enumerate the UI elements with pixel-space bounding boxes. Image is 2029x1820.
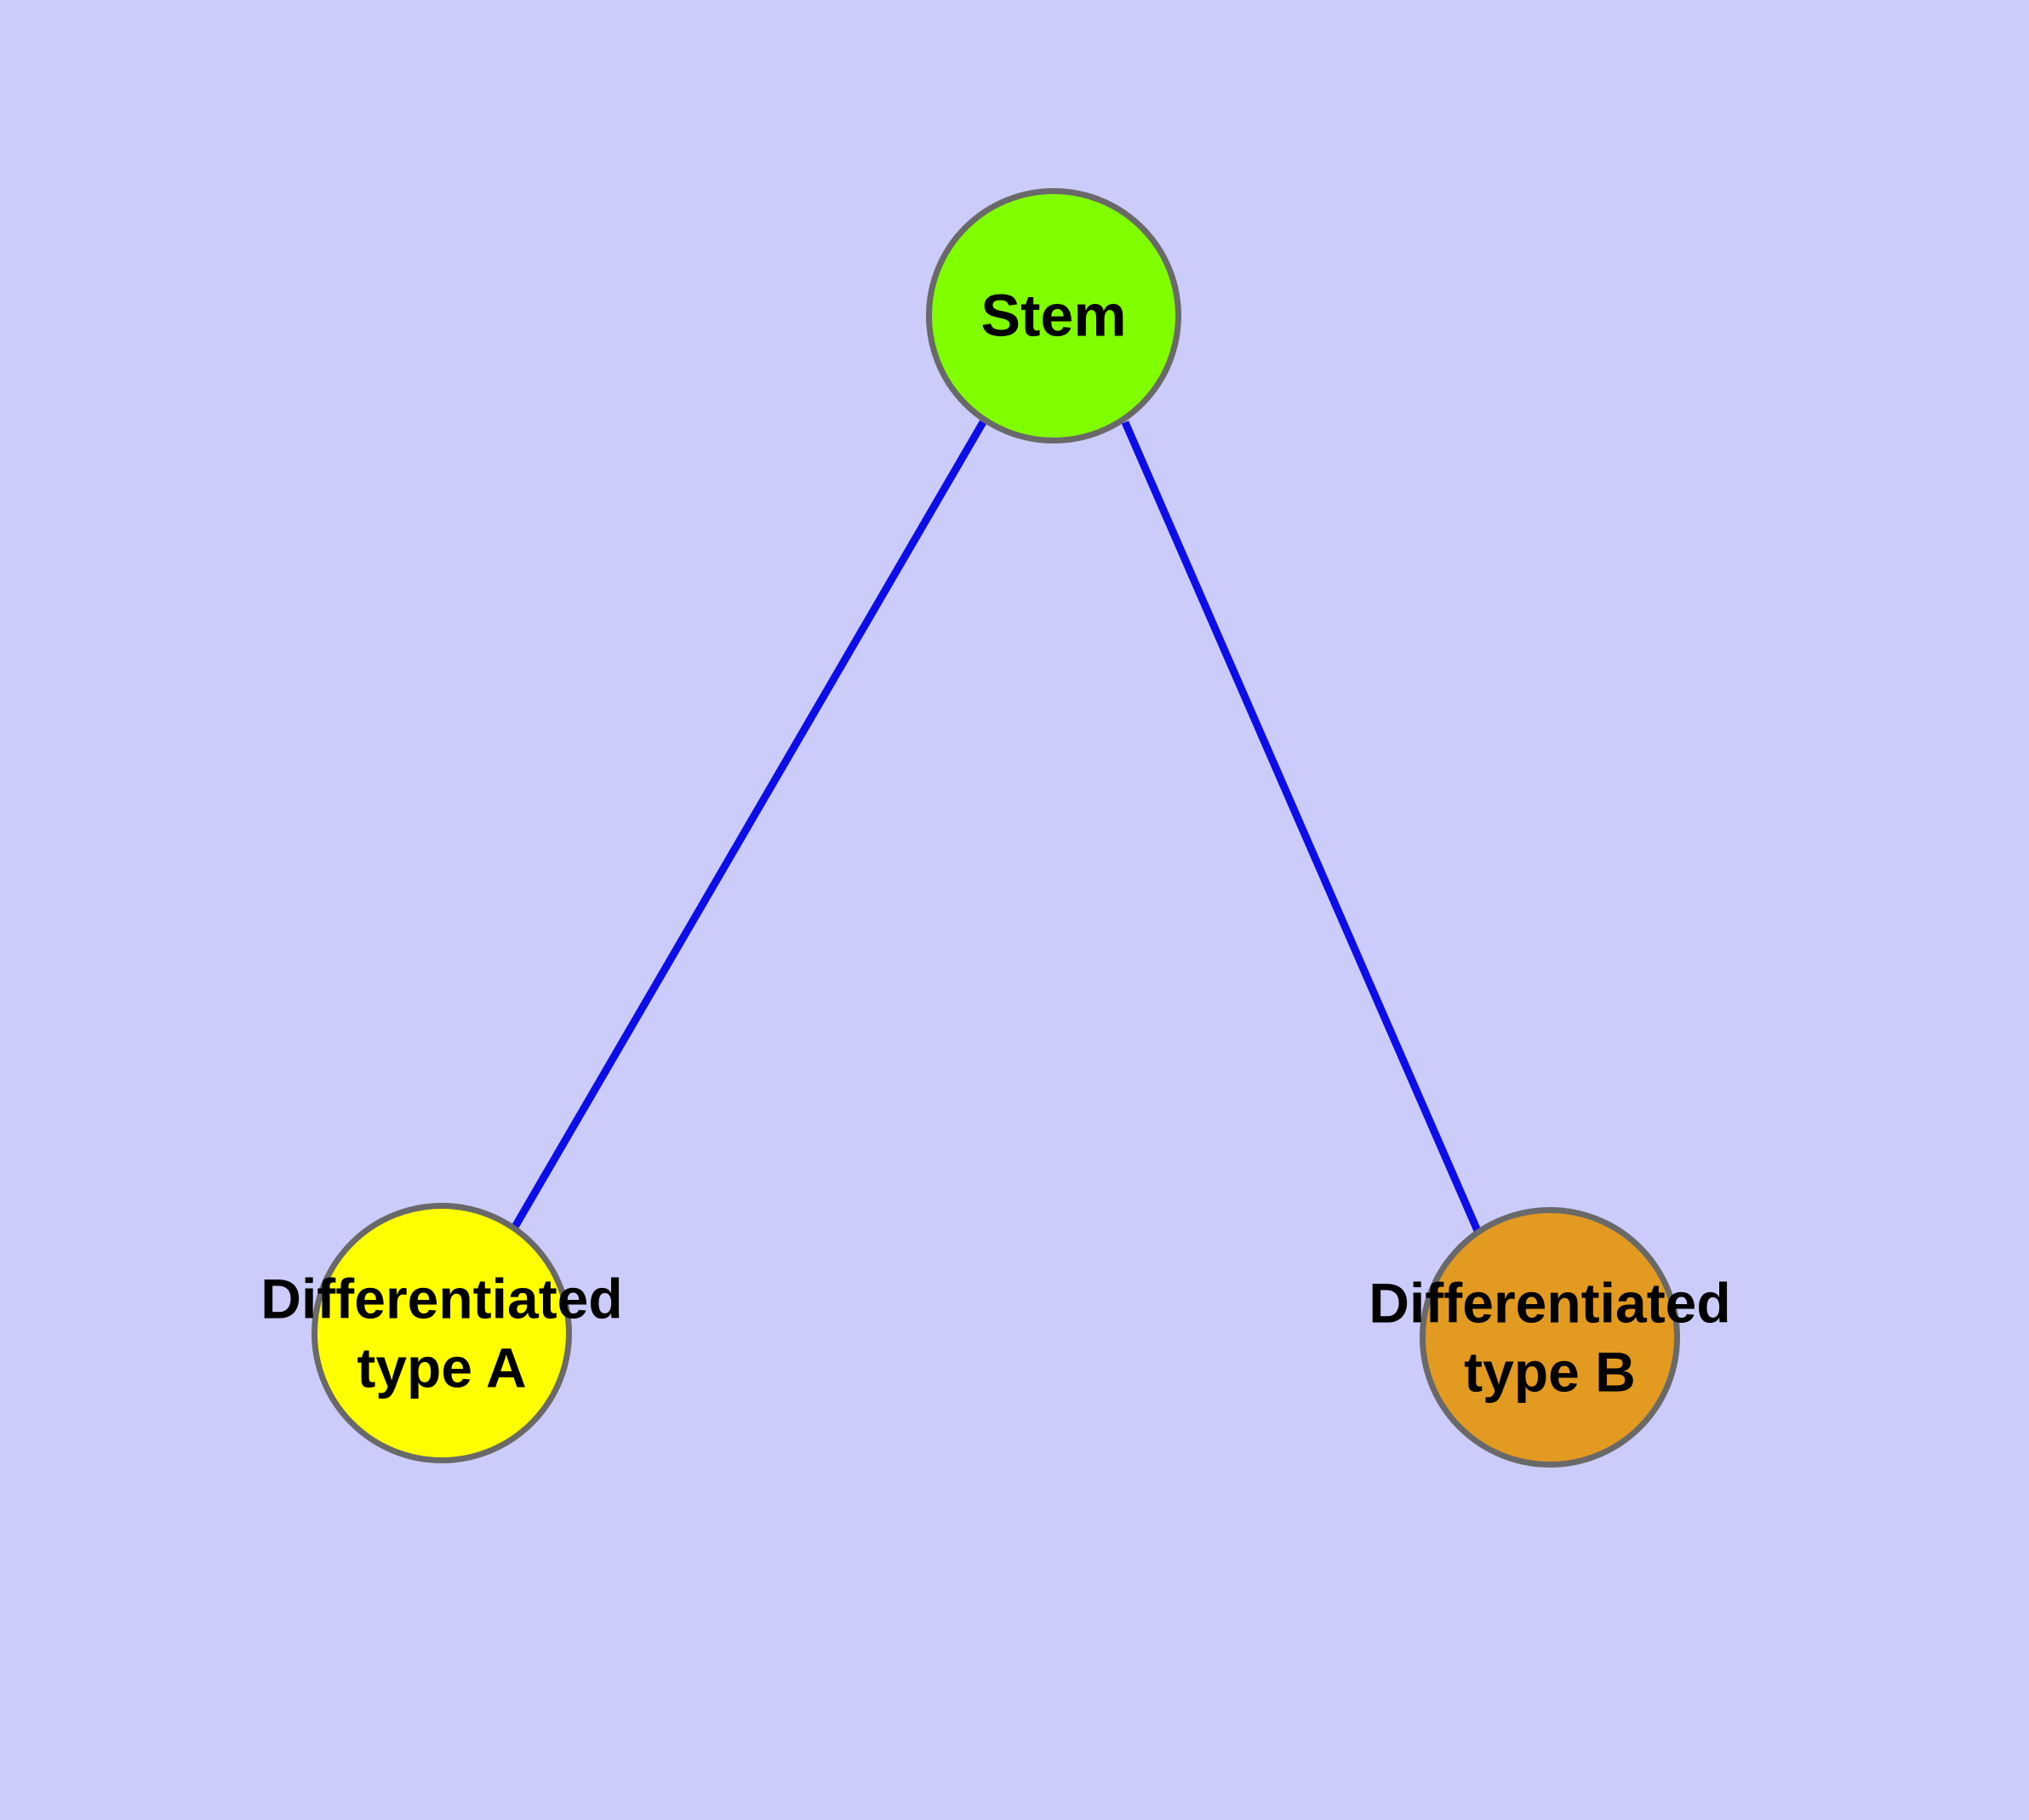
node-differentiated-type-a[interactable]: Differentiated type A <box>260 1203 623 1463</box>
node-differentiated-type-b[interactable]: Differentiated type B <box>1369 1207 1731 1468</box>
node-stem[interactable]: Stem <box>926 188 1181 444</box>
edge-stem-to-differentiated-type-b <box>1121 421 1483 1234</box>
edge-stem-to-differentiated-type-a <box>511 420 986 1231</box>
node-stem-label: Stem <box>980 282 1127 349</box>
